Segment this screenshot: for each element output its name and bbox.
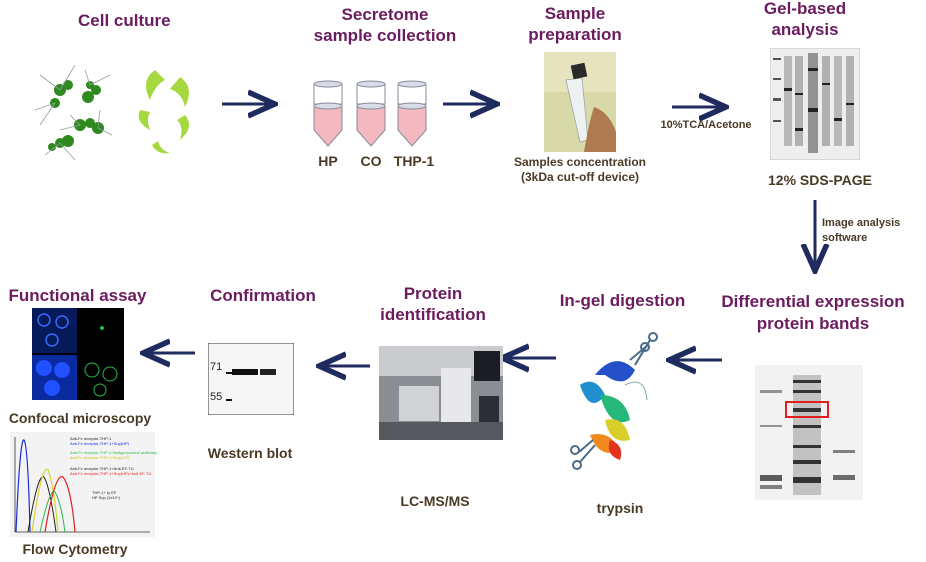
tube-label-thp1: THP-1 [393,153,435,169]
step-secretome-line2: sample collection [313,26,457,45]
flow-legend-7: THP-1+ Iy EF [92,490,117,495]
sds-page-label: 12% SDS-PAGE [768,172,872,188]
step-functional-assay: Functional assay [8,286,147,305]
flow-legend-1: Anti-Fc receptor-THP-1 [70,436,112,441]
step-sample-prep-line1: Sample [544,4,606,23]
step-in-gel-digestion: In-gel digestion [559,291,686,310]
confocal-image [32,308,124,400]
step-confirmation: Confirmation [210,286,316,305]
marker-71: 71 [210,361,223,373]
sample-tubes-image [313,80,427,147]
step-secretome-line1: Secretome [341,5,429,24]
tca-acetone-label: 10%TCA/Acetone [660,119,752,131]
western-blot-label: Western blot [207,445,293,461]
flow-legend-3: Anti-Fc receptor-THP-1+Isotype(control a… [70,450,158,455]
cell-culture-image [34,64,189,161]
flow-legend-4: Anti-Fc receptor-THP-1+Sup(CO) [70,455,130,460]
trypsin-label: trypsin [596,500,644,516]
step-cell-culture: Cell culture [78,11,171,30]
tube-label-hp: HP [318,153,338,169]
sample-prep-photo [544,52,616,152]
concentration-line1: Samples concentration [513,155,647,169]
step-gel-line2: analysis [771,20,839,39]
sds-page-gel-image [770,48,860,160]
flow-cytometry-label: Flow Cytometry [22,541,128,557]
flow-legend-2: Anti-Fc receptor-THP-1+Sup(HP) [70,441,130,446]
differential-gel-image [755,365,863,500]
flow-legend-6: Anti-Fc receptor-THP-1+Sup(HP)+Anti-EF-T… [70,471,152,476]
step-differential-line2: protein bands [756,314,870,333]
lcms-photo [379,346,503,440]
step-protein-id-line1: Protein [403,284,463,303]
step-differential-line1: Differential expression [721,292,905,311]
tube-label-co: CO [360,153,382,169]
flow-legend-5: Anti-Fc receptor-THP-1+Anti-EF-TU [70,466,134,471]
flow-cytometry-image [10,432,155,537]
western-blot-image [208,343,294,415]
image-analysis-line2: software [822,232,868,244]
step-gel-line1: Gel-based [763,0,847,18]
flow-legend-8: HP Sup (1x10^) [92,495,121,500]
lcms-label: LC-MS/MS [400,493,470,509]
step-protein-id-line2: identification [380,305,486,324]
protein-structure-image [570,332,658,470]
image-analysis-line1: Image analysis [822,217,901,229]
marker-55: 55 [210,391,223,403]
confocal-label: Confocal microscopy [8,410,152,426]
step-sample-prep-line2: preparation [528,25,622,44]
concentration-line2: (3kDa cut-off device) [520,170,640,184]
